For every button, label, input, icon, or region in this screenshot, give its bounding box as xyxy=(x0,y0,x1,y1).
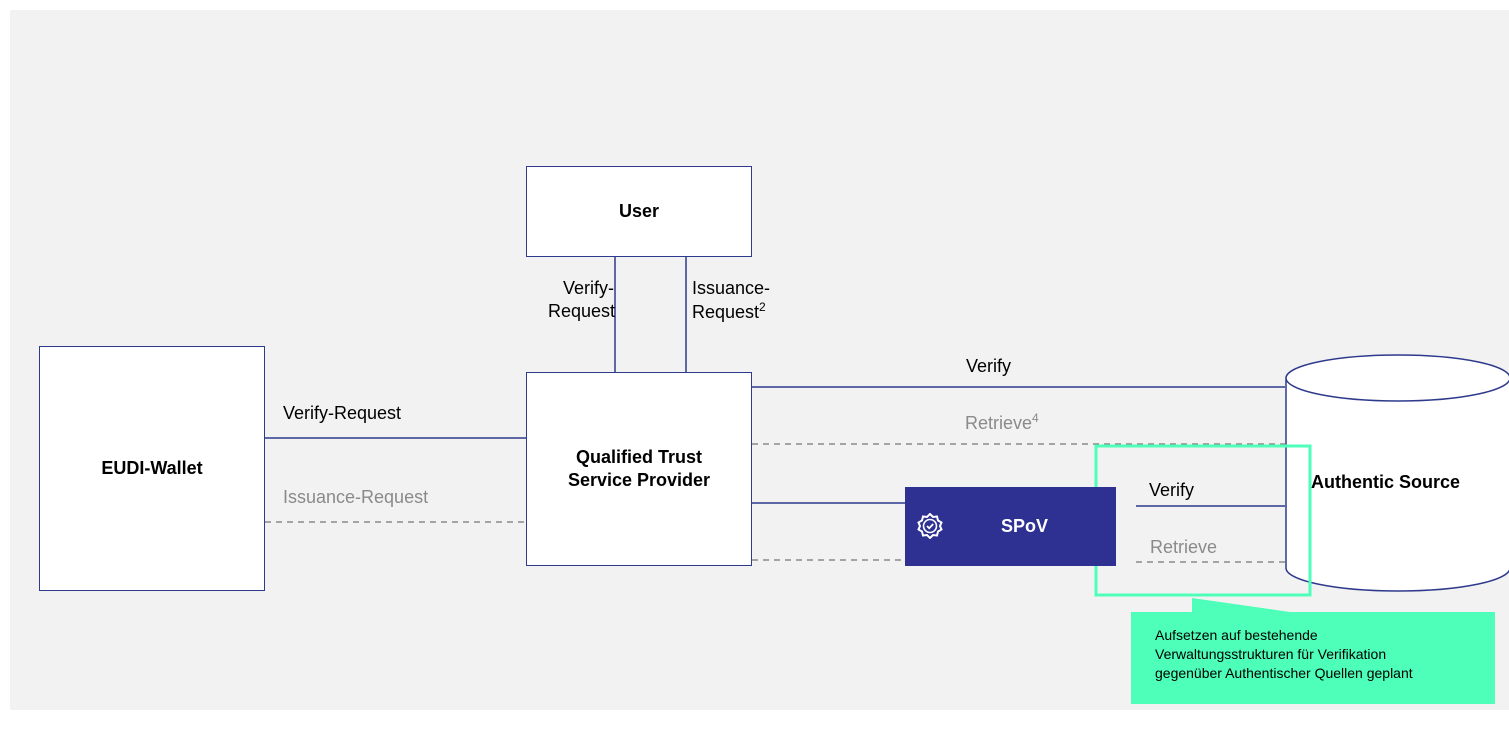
user-issuance-label: Issuance- Request2 xyxy=(692,277,770,325)
qtsp-retrieve-label: Retrieve4 xyxy=(965,411,1039,435)
qtsp-node-label-line2: Service Provider xyxy=(567,470,711,490)
wallet-verify-label: Verify-Request xyxy=(283,403,402,423)
spov-retrieve-label: Retrieve xyxy=(1150,537,1218,557)
spov-node-label: SPoV xyxy=(1001,516,1049,536)
user-issuance-label-line1: Issuance- xyxy=(692,278,771,298)
authentic-source-label: Authentic Source xyxy=(1311,472,1461,492)
user-node-label: User xyxy=(618,200,660,221)
user-verify-label-line1: Verify- xyxy=(562,278,614,298)
callout-pointer xyxy=(1192,598,1290,612)
qtsp-node-label-line1: Qualified Trust xyxy=(575,446,703,467)
user-node: User xyxy=(526,166,752,257)
callout-note-line1: Aufsetzen auf bestehende xyxy=(1155,627,1318,643)
user-issuance-label-line2: Request xyxy=(692,302,760,323)
wallet-node-label: EUDI-Wallet xyxy=(101,457,203,478)
callout-note-line3: gegenüber Authentischer Quellen geplant xyxy=(1155,664,1413,681)
qtsp-node: Qualified Trust Service Provider xyxy=(526,372,752,566)
user-verify-label: Verify- Request xyxy=(548,277,616,324)
qtsp-verify-label: Verify xyxy=(966,356,1012,376)
wallet-issuance-label: Issuance-Request xyxy=(283,487,429,507)
spov-verify-label: Verify xyxy=(1149,480,1195,500)
wallet-node: EUDI-Wallet xyxy=(39,346,265,591)
callout-note: Aufsetzen auf bestehende Verwaltungsstru… xyxy=(1131,612,1495,704)
verified-badge-icon xyxy=(917,512,943,540)
qtsp-retrieve-label-text: Retrieve xyxy=(965,413,1033,433)
callout-note-line2: Verwaltungsstrukturen für Verifikation xyxy=(1155,645,1387,662)
qtsp-retrieve-footnote: 4 xyxy=(1032,411,1039,425)
spov-node: SPoV xyxy=(905,487,1116,566)
user-issuance-footnote: 2 xyxy=(759,300,766,315)
user-verify-label-line2: Request xyxy=(548,301,616,322)
authentic-source-cylinder xyxy=(1285,354,1509,592)
highlight-frame xyxy=(1094,444,1312,597)
